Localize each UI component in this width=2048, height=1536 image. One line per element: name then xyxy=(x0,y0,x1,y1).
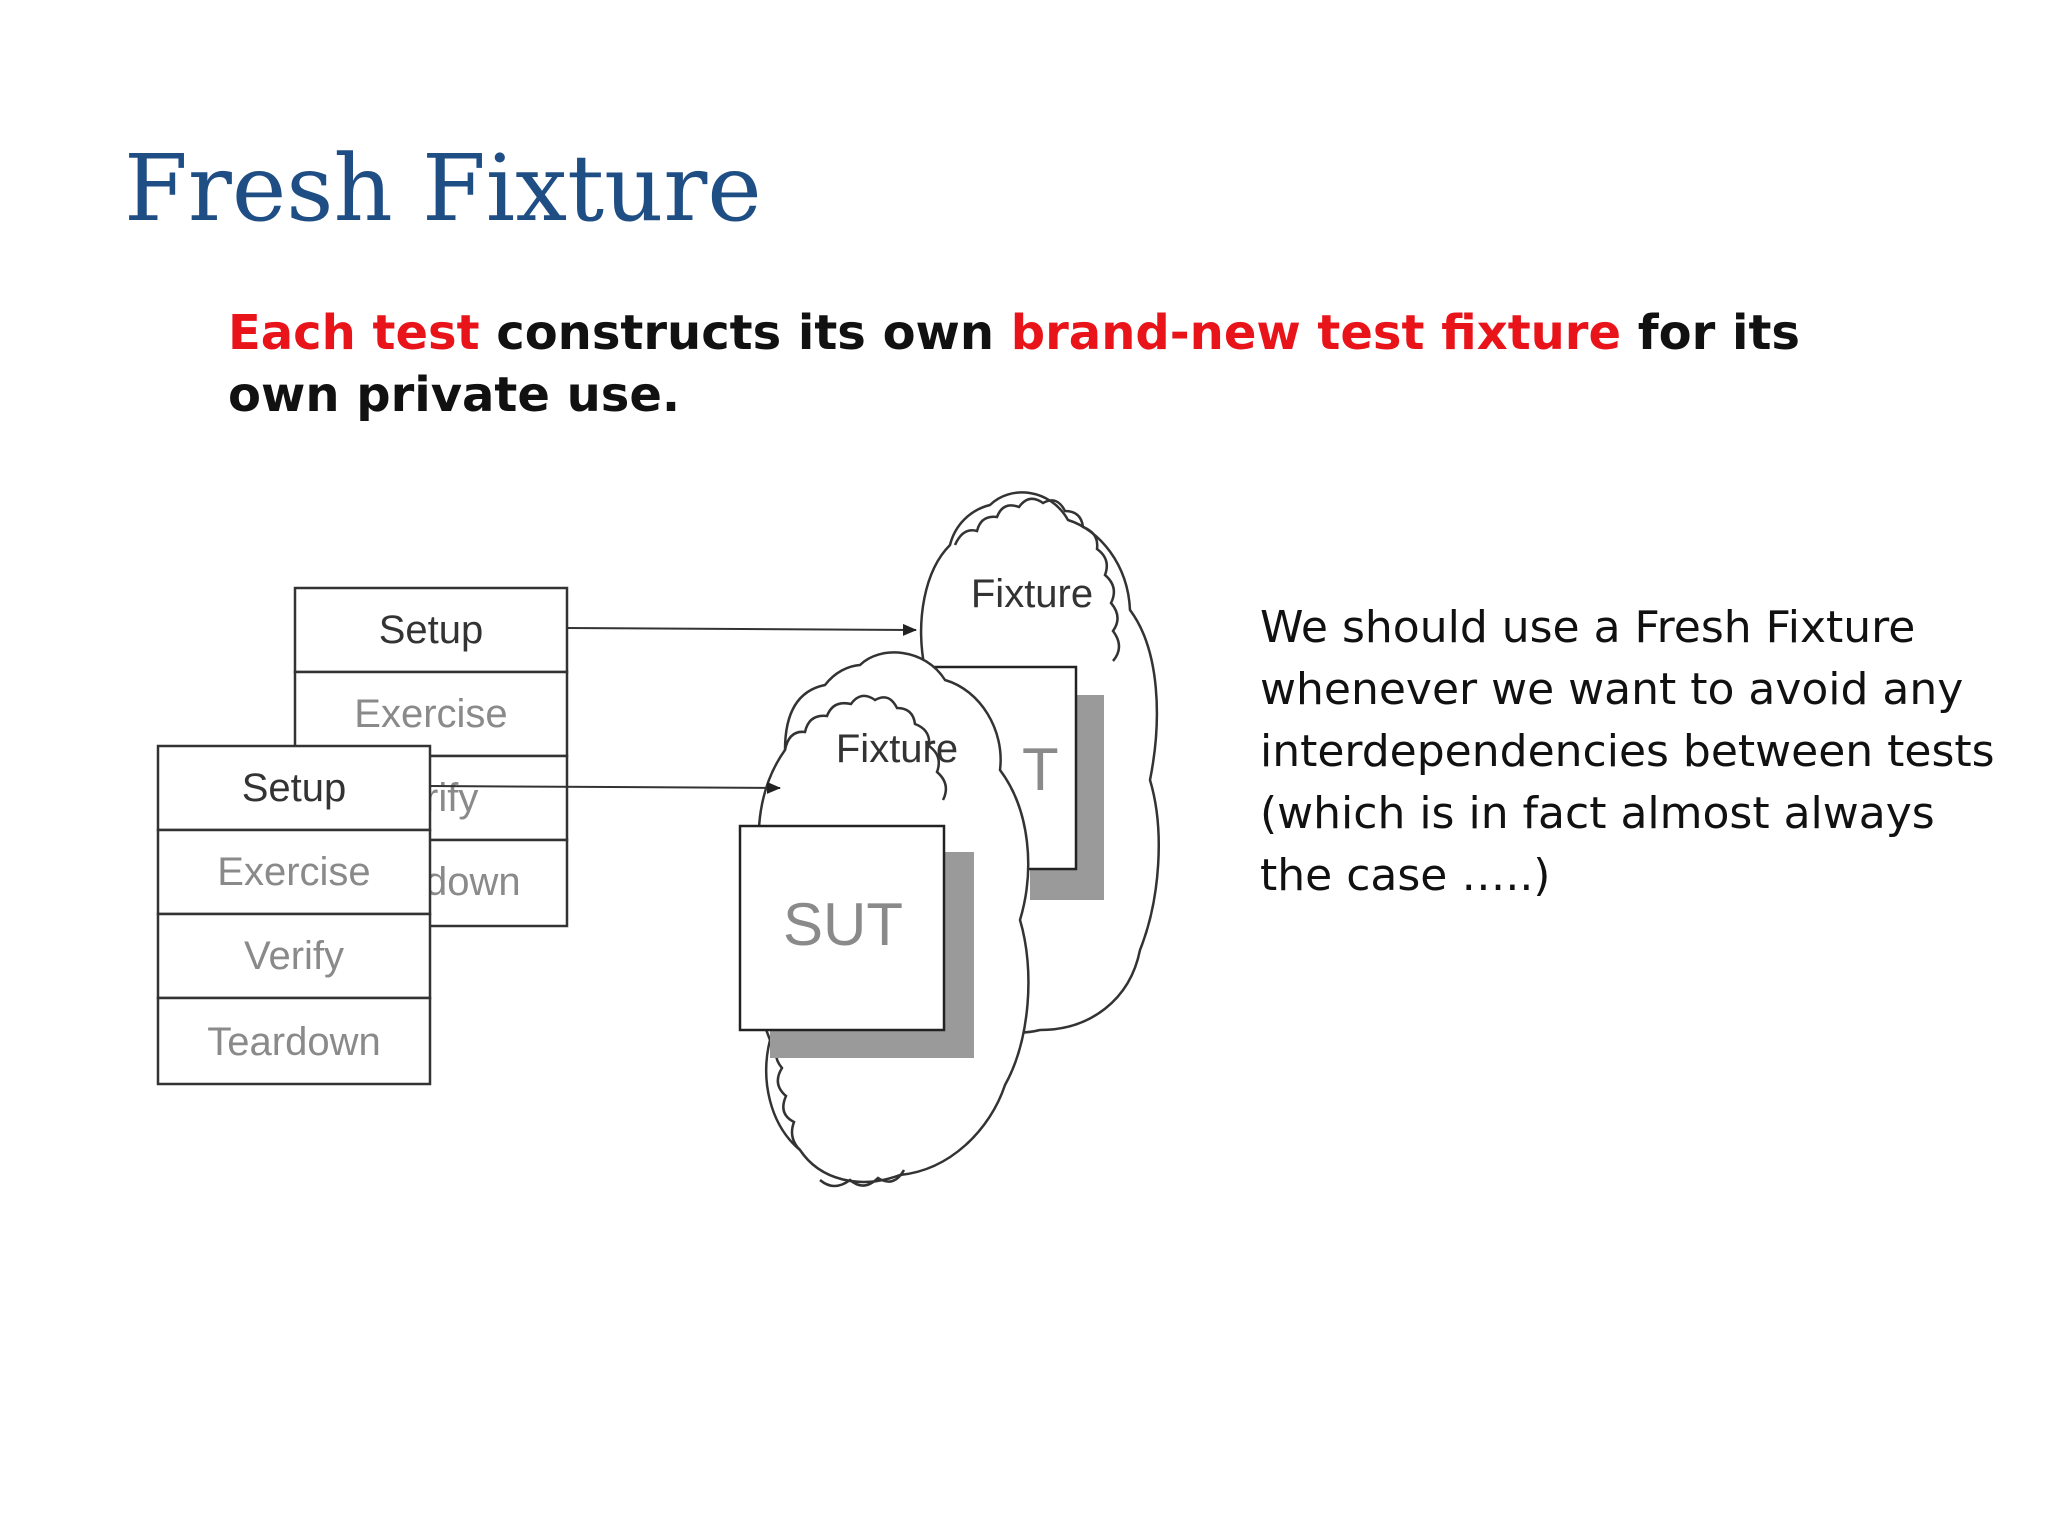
front-test-teardown-label: Teardown xyxy=(207,1020,380,1064)
front-fixture-label: Fixture xyxy=(836,727,958,771)
back-test-exercise-label: Exercise xyxy=(354,692,507,736)
side-explanation-text: We should use a Fresh Fixture whenever w… xyxy=(1260,602,1995,901)
front-test-setup-label: Setup xyxy=(242,766,347,810)
front-test-exercise-label: Exercise xyxy=(217,850,370,894)
back-sut-fragment: T xyxy=(1022,736,1059,803)
front-test-stack: Setup Exercise Verify Teardown xyxy=(156,744,432,1086)
front-sut-box xyxy=(738,824,946,1032)
slide-title: Fresh Fixture xyxy=(124,135,762,242)
subtitle-part-each-test: Each test xyxy=(228,305,480,361)
back-test-setup-cell xyxy=(293,586,569,674)
front-test-setup-cell xyxy=(156,744,432,832)
subtitle-part-brand-new-fixture: brand-new test fixture xyxy=(1010,305,1622,361)
front-sut-label: SUT xyxy=(783,891,903,958)
back-test-setup-label: Setup xyxy=(379,608,484,652)
slide-subtitle: Each test constructs its own brand-new t… xyxy=(228,302,1828,426)
back-test-teardown-fragment: down xyxy=(425,860,521,904)
front-test-verify-cell xyxy=(156,912,432,1000)
subtitle-part-private-use: for its own private use. xyxy=(228,305,1800,423)
arrow-front-setup-to-front-fixture xyxy=(429,781,781,794)
front-test-teardown-cell xyxy=(156,996,432,1086)
back-fixture-label: Fixture xyxy=(971,572,1093,616)
front-test-exercise-cell xyxy=(156,828,432,916)
front-fixture-cloud-scallops xyxy=(774,694,948,1188)
front-test-verify-label: Verify xyxy=(244,934,344,978)
subtitle-part-constructs: constructs its own xyxy=(479,305,1011,361)
back-fixture-cloud-scallops xyxy=(953,497,1121,662)
back-test-verify-fragment: rify xyxy=(425,776,478,820)
back-test-exercise-cell xyxy=(293,670,569,758)
arrow-back-setup-to-back-fixture xyxy=(566,623,917,636)
